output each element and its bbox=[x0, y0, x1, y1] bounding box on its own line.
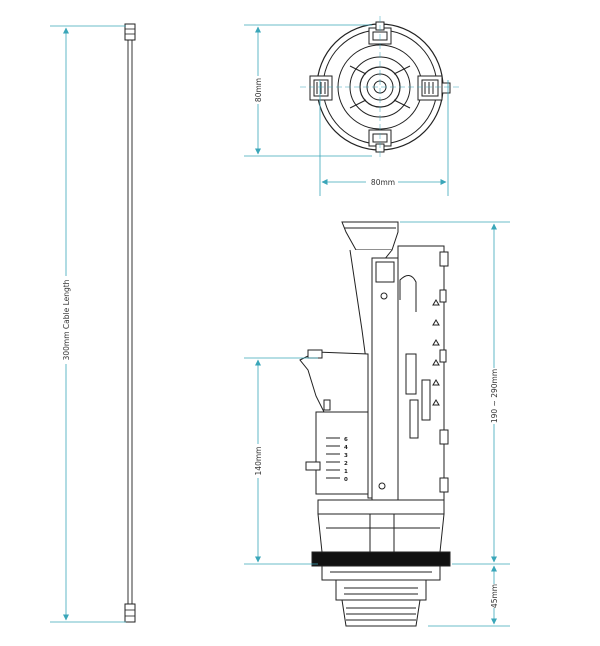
top-width-dimension: 80mm bbox=[319, 80, 449, 196]
top-width-label: 80mm bbox=[371, 178, 395, 187]
side-view bbox=[299, 221, 451, 627]
overflow-height-dimension: 140mm bbox=[244, 357, 318, 565]
top-height-dimension: 80mm bbox=[244, 24, 372, 157]
base-collar bbox=[317, 499, 445, 515]
thread-length-dimension: 45mm bbox=[428, 565, 510, 627]
overflow-height-label: 140mm bbox=[254, 447, 263, 476]
flush-scale: 6 4 3 2 1 0 bbox=[344, 437, 348, 483]
scale-3: 3 bbox=[344, 453, 348, 459]
scale-6: 6 bbox=[344, 437, 348, 443]
scale-1: 1 bbox=[344, 469, 348, 475]
cable-length-label: 300mm Cable Length bbox=[62, 279, 71, 360]
overall-height-label: 190 ~ 290mm bbox=[490, 369, 499, 423]
scale-4: 4 bbox=[344, 445, 348, 451]
thread-length-label: 45mm bbox=[490, 584, 499, 608]
seal-washer bbox=[311, 551, 451, 567]
scale-block bbox=[315, 411, 369, 495]
float-cup bbox=[299, 351, 369, 413]
main-housing bbox=[397, 245, 445, 501]
scale-0: 0 bbox=[344, 477, 348, 483]
scale-2: 2 bbox=[344, 461, 348, 467]
top-view bbox=[300, 16, 460, 158]
cable-end-top bbox=[124, 23, 136, 41]
cable-end-bottom bbox=[124, 603, 136, 623]
cable-length-dimension: 300mm Cable Length bbox=[50, 25, 126, 623]
overall-height-dimension: 190 ~ 290mm bbox=[400, 221, 510, 565]
threaded-shank bbox=[335, 579, 427, 601]
flush-cable bbox=[124, 23, 136, 623]
overflow-cap bbox=[341, 221, 399, 251]
top-height-label: 80mm bbox=[254, 78, 263, 102]
